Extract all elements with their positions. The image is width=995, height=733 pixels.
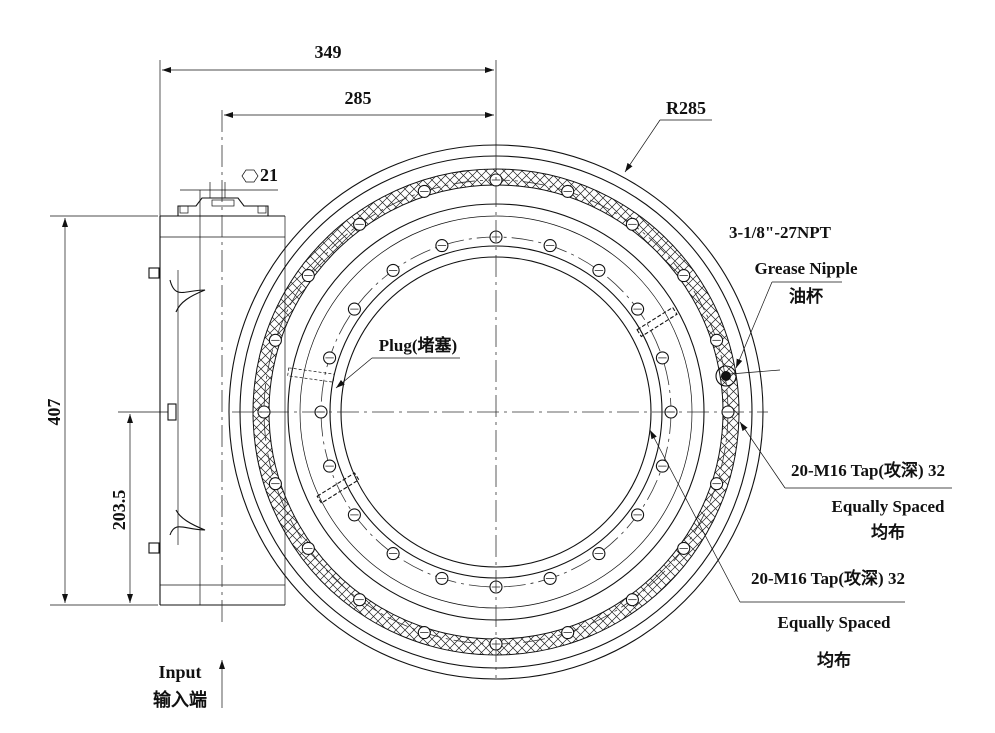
grease-nipple-label: Grease Nipple (754, 259, 858, 278)
dim-half-height: 203.5 (109, 490, 129, 531)
dim-overall-width: 349 (315, 42, 342, 62)
outer-spacing-cn-label: 均布 (871, 522, 905, 542)
seal-hatch (252, 168, 740, 656)
dim-hex-size: 21 (260, 165, 278, 185)
grease-nipple-cn-label: 油杯 (789, 286, 823, 306)
dim-radius: R285 (666, 98, 706, 118)
input-label: Input (158, 662, 201, 682)
grease-thread-label: 3-1/8"-27NPT (729, 223, 832, 242)
outer-spacing-label: Equally Spaced (832, 497, 945, 516)
plug-label: Plug(堵塞) (379, 335, 457, 355)
dimension-lines (50, 60, 952, 708)
inner-tap-label: 20-M16 Tap(攻深) 32 (751, 568, 905, 588)
outer-tap-label: 20-M16 Tap(攻深) 32 (791, 460, 945, 480)
dim-housing-height: 407 (44, 399, 64, 426)
inner-spacing-label: Equally Spaced (778, 613, 891, 632)
gear-housing (148, 110, 678, 625)
dim-center-offset: 285 (345, 88, 372, 108)
hex-icon (241, 169, 259, 183)
input-cn-label: 输入端 (153, 689, 207, 710)
inner-spacing-cn-label: 均布 (817, 650, 851, 670)
grease-nipple-icon (715, 365, 737, 387)
grease-nipple-core (721, 371, 731, 381)
